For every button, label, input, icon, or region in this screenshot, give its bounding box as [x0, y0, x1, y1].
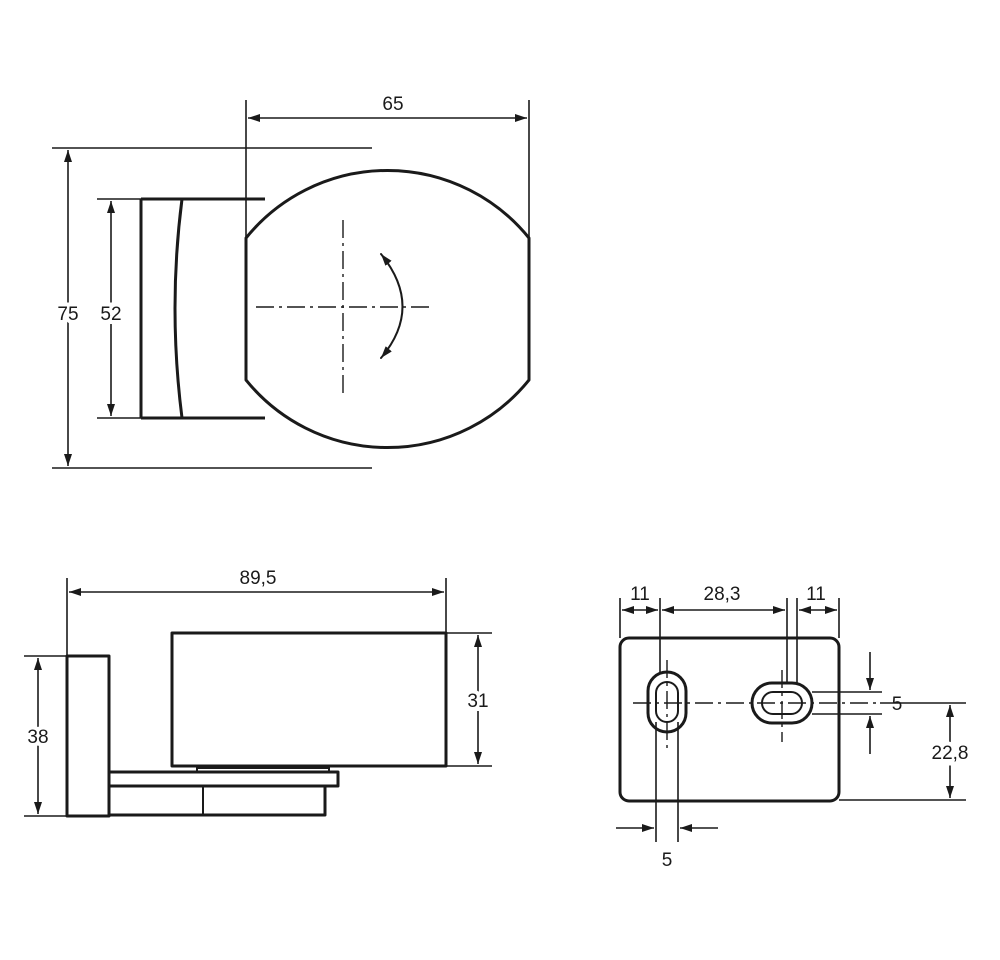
dimension-top-chain: 11 28,3 11 — [619, 584, 840, 683]
dimension-label-11-right: 11 — [806, 584, 826, 605]
dimension-label-31: 31 — [467, 691, 488, 712]
dimension-label-52: 52 — [100, 304, 121, 325]
dimension-label-11-left: 11 — [630, 584, 650, 605]
dimension-label-89-5: 89,5 — [240, 568, 277, 589]
dimension-slot-width: 5 — [616, 722, 718, 871]
dimension-body-height: 31 — [446, 632, 493, 767]
rotation-arrow-icon — [380, 253, 404, 359]
dimension-slot-height: 5 — [812, 652, 902, 754]
dimension-label-38: 38 — [27, 727, 48, 748]
dimension-label-5-bottom: 5 — [662, 850, 673, 871]
hinge-body — [170, 631, 448, 768]
plate-view: 11 28,3 11 5 5 22,8 — [616, 584, 972, 871]
base-plates — [109, 765, 340, 817]
clamp-body — [139, 197, 265, 420]
dimension-label-28-3: 28,3 — [704, 584, 741, 605]
hinge-head-outline — [244, 169, 531, 449]
dimension-clamp-height: 52 — [96, 198, 141, 419]
dimension-plate-height: 38 — [23, 655, 67, 817]
dimension-label-65: 65 — [382, 94, 403, 115]
dimension-width: 65 — [245, 94, 530, 238]
side-view: 89,5 31 38 — [23, 568, 493, 818]
dimension-height: 75 — [52, 147, 372, 469]
mounting-plate — [65, 654, 111, 818]
dimension-label-5-right: 5 — [892, 694, 903, 715]
top-view: 65 75 52 — [52, 94, 531, 469]
plate-outline — [618, 636, 841, 803]
dimension-length: 89,5 — [66, 568, 447, 656]
dimension-label-75: 75 — [57, 304, 78, 325]
dimension-slot-offset: 22,8 — [839, 702, 972, 801]
dimension-label-22-8: 22,8 — [932, 743, 969, 764]
